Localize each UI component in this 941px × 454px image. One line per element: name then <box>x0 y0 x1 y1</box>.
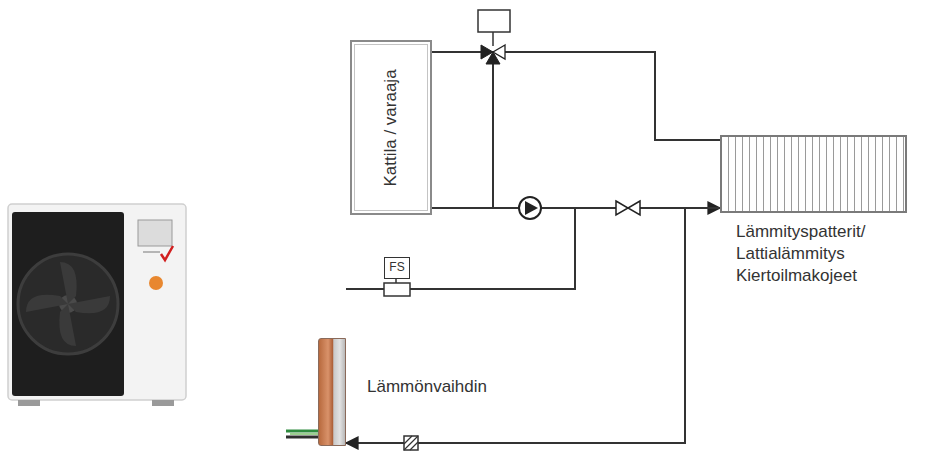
strainer <box>404 436 418 450</box>
refrigerant-pipe <box>286 436 319 439</box>
fan <box>18 254 118 354</box>
boiler-tank-box: Kattila / varaaja <box>350 40 432 215</box>
pipe-connector <box>346 208 720 443</box>
node-label: Lämmönvaihdin <box>367 377 487 397</box>
pipe-connector <box>432 52 720 140</box>
node-label: Kattila / varaaja <box>381 69 401 186</box>
circulation-pump <box>519 197 541 219</box>
three-way-valve <box>486 52 500 64</box>
foot <box>18 400 40 406</box>
foot <box>152 400 174 406</box>
shutoff-valve <box>628 201 640 215</box>
node-label: FS <box>389 260 404 274</box>
flow-switch-body <box>384 283 410 296</box>
check-mark <box>161 246 173 260</box>
pump-arrow <box>525 201 538 215</box>
node-label: Lämmityspatterit/ Lattialämmitys Kiertoi… <box>736 221 916 286</box>
badge <box>143 251 160 253</box>
mixing-branch-pipe <box>492 62 494 208</box>
orange-dot <box>149 276 163 290</box>
shutoff-valve <box>616 201 628 215</box>
unit-casing <box>8 204 186 400</box>
refrigerant-pipe <box>290 433 319 435</box>
valve-actuator <box>478 10 510 32</box>
flow-switch-box: FS <box>384 257 410 279</box>
display <box>138 220 172 246</box>
refrigerant-pipe <box>286 430 319 433</box>
actuator-stem <box>492 32 494 46</box>
heat-exchanger-plate: Lämmönvaihdin <box>318 338 346 446</box>
fan-grille <box>12 212 124 396</box>
fan-blades <box>26 262 110 346</box>
strainer-hatch <box>404 436 418 450</box>
radiator-box: Lämmityspatterit/ Lattialämmitys Kiertoi… <box>720 135 907 213</box>
pipe-connector <box>346 208 720 289</box>
